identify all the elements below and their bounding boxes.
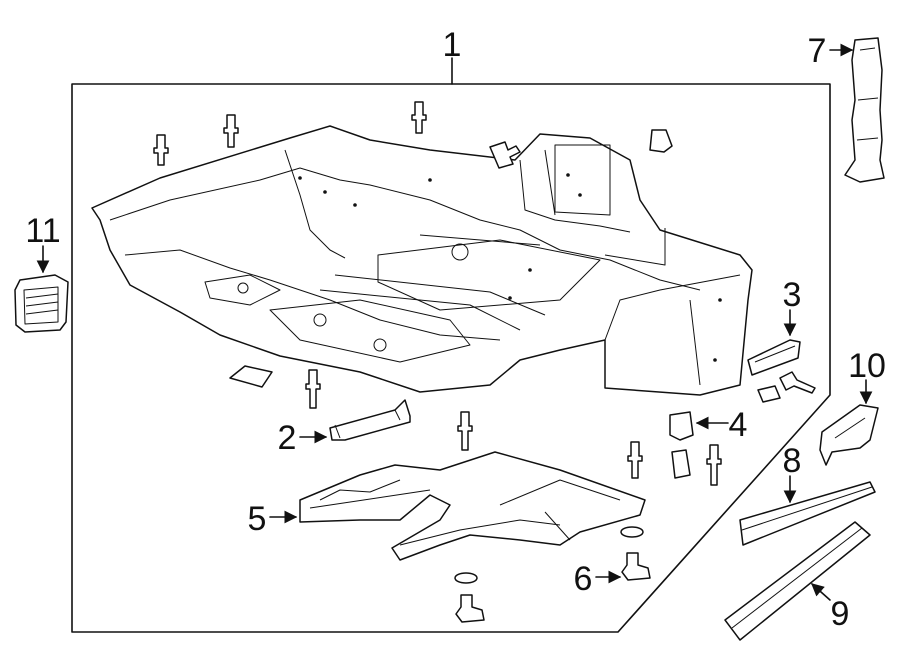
pillar-bracket-part bbox=[844, 37, 885, 183]
callout-8: 8 bbox=[783, 442, 802, 480]
callout-5: 5 bbox=[248, 500, 267, 538]
stud-bolts bbox=[153, 101, 673, 169]
callout-3: 3 bbox=[783, 276, 802, 314]
leader-9 bbox=[811, 583, 831, 601]
stud-center-left bbox=[305, 369, 321, 409]
stud-right-b bbox=[706, 444, 722, 486]
side-bracket-part bbox=[819, 404, 879, 466]
vent-grille-part bbox=[14, 274, 69, 333]
floor-pan-part bbox=[91, 125, 753, 396]
reinforcement-part bbox=[747, 339, 801, 376]
bolt-right bbox=[779, 371, 816, 394]
callout-2: 2 bbox=[278, 419, 297, 457]
callout-4: 4 bbox=[729, 406, 748, 444]
stud-right-a bbox=[627, 441, 643, 479]
rail-lower-part bbox=[724, 521, 871, 641]
callout-11: 11 bbox=[25, 212, 60, 250]
body-mount-part bbox=[454, 526, 651, 623]
callout-7: 7 bbox=[808, 32, 827, 70]
bracket-part bbox=[329, 399, 411, 441]
hinge-bracket-part bbox=[669, 411, 694, 479]
rail-upper-part bbox=[739, 481, 876, 546]
plug-small bbox=[757, 385, 781, 403]
stud-center bbox=[457, 411, 473, 451]
assembly-frame bbox=[71, 83, 831, 633]
callout-9: 9 bbox=[831, 595, 850, 633]
heat-shield-part bbox=[299, 451, 646, 561]
callout-1: 1 bbox=[443, 26, 462, 64]
callout-6: 6 bbox=[574, 560, 593, 598]
callout-10: 10 bbox=[848, 347, 886, 385]
cushion-pad bbox=[229, 365, 273, 388]
